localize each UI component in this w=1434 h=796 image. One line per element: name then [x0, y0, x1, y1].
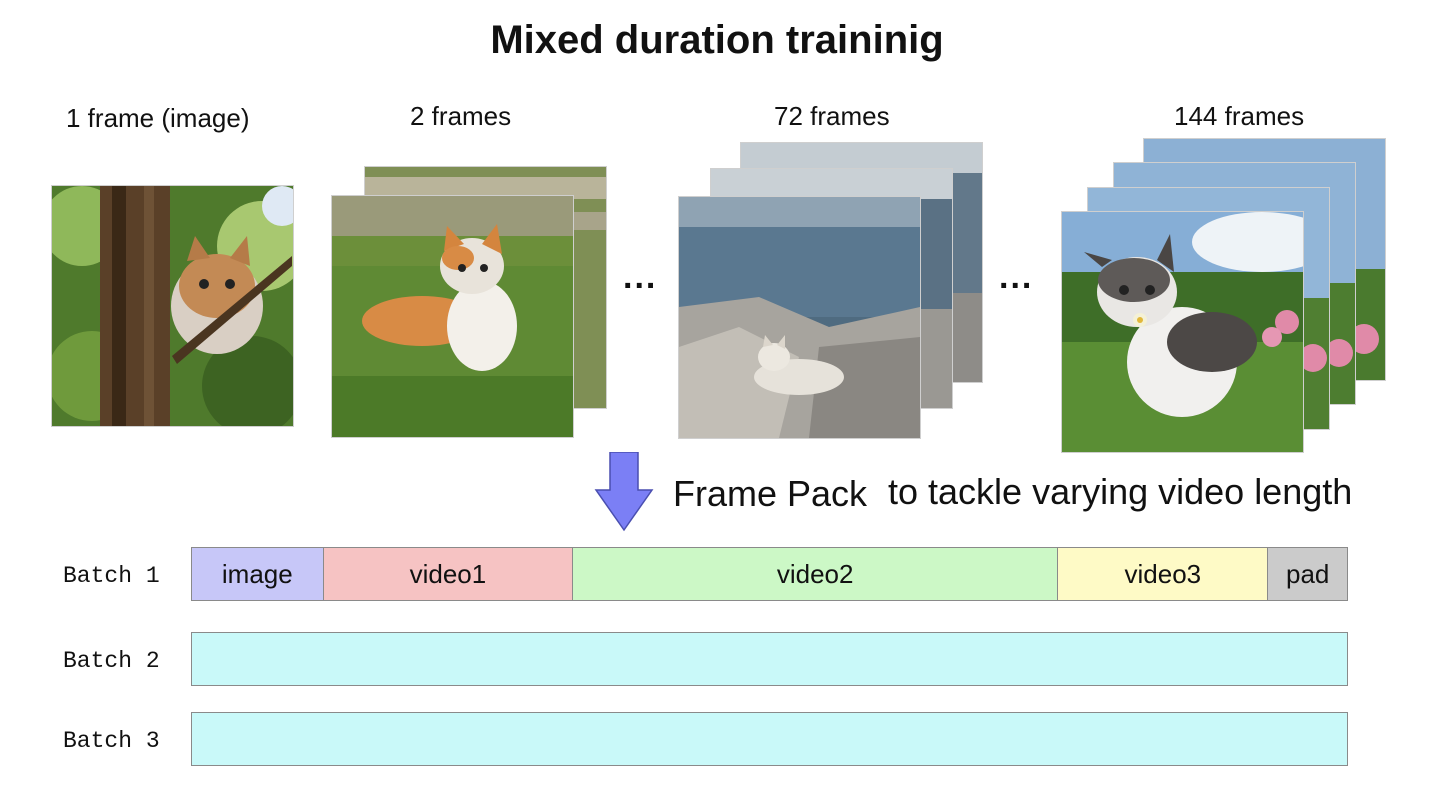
- frame-pack-description: to tackle varying video length: [888, 471, 1353, 512]
- segment-image: image: [192, 548, 324, 600]
- frame-pack-label: Frame Pack: [673, 473, 868, 514]
- kitten-tree-image: [51, 185, 294, 427]
- batch-1-label: Batch 1: [63, 563, 160, 589]
- batch-2-label: Batch 2: [63, 648, 160, 674]
- batch-3-label: Batch 3: [63, 728, 160, 754]
- caption-1-frame: 1 frame (image): [66, 103, 250, 133]
- kitten-grass-image: [331, 195, 574, 438]
- caption-72-frames: 72 frames: [774, 101, 890, 131]
- segment-video2: video2: [573, 548, 1059, 600]
- ellipsis-1: ...: [623, 258, 658, 296]
- segment-video3: video3: [1058, 548, 1269, 600]
- down-arrow-icon: [594, 452, 654, 532]
- batch-3-bar: [191, 712, 1348, 766]
- segment-pad: pad: [1268, 548, 1347, 600]
- segment-empty: [192, 633, 1347, 685]
- ellipsis-2: ...: [999, 258, 1034, 296]
- diagram-title: Mixed duration traininig: [490, 18, 944, 62]
- caption-144-frames: 144 frames: [1174, 101, 1305, 131]
- cat-rocks-image: [678, 196, 921, 439]
- kitten-flower-image: [1061, 211, 1304, 453]
- batch-2-bar: [191, 632, 1348, 686]
- segment-empty: [192, 713, 1347, 765]
- segment-video1: video1: [323, 548, 574, 600]
- caption-2-frames: 2 frames: [410, 101, 512, 131]
- arrow-shape: [594, 452, 654, 532]
